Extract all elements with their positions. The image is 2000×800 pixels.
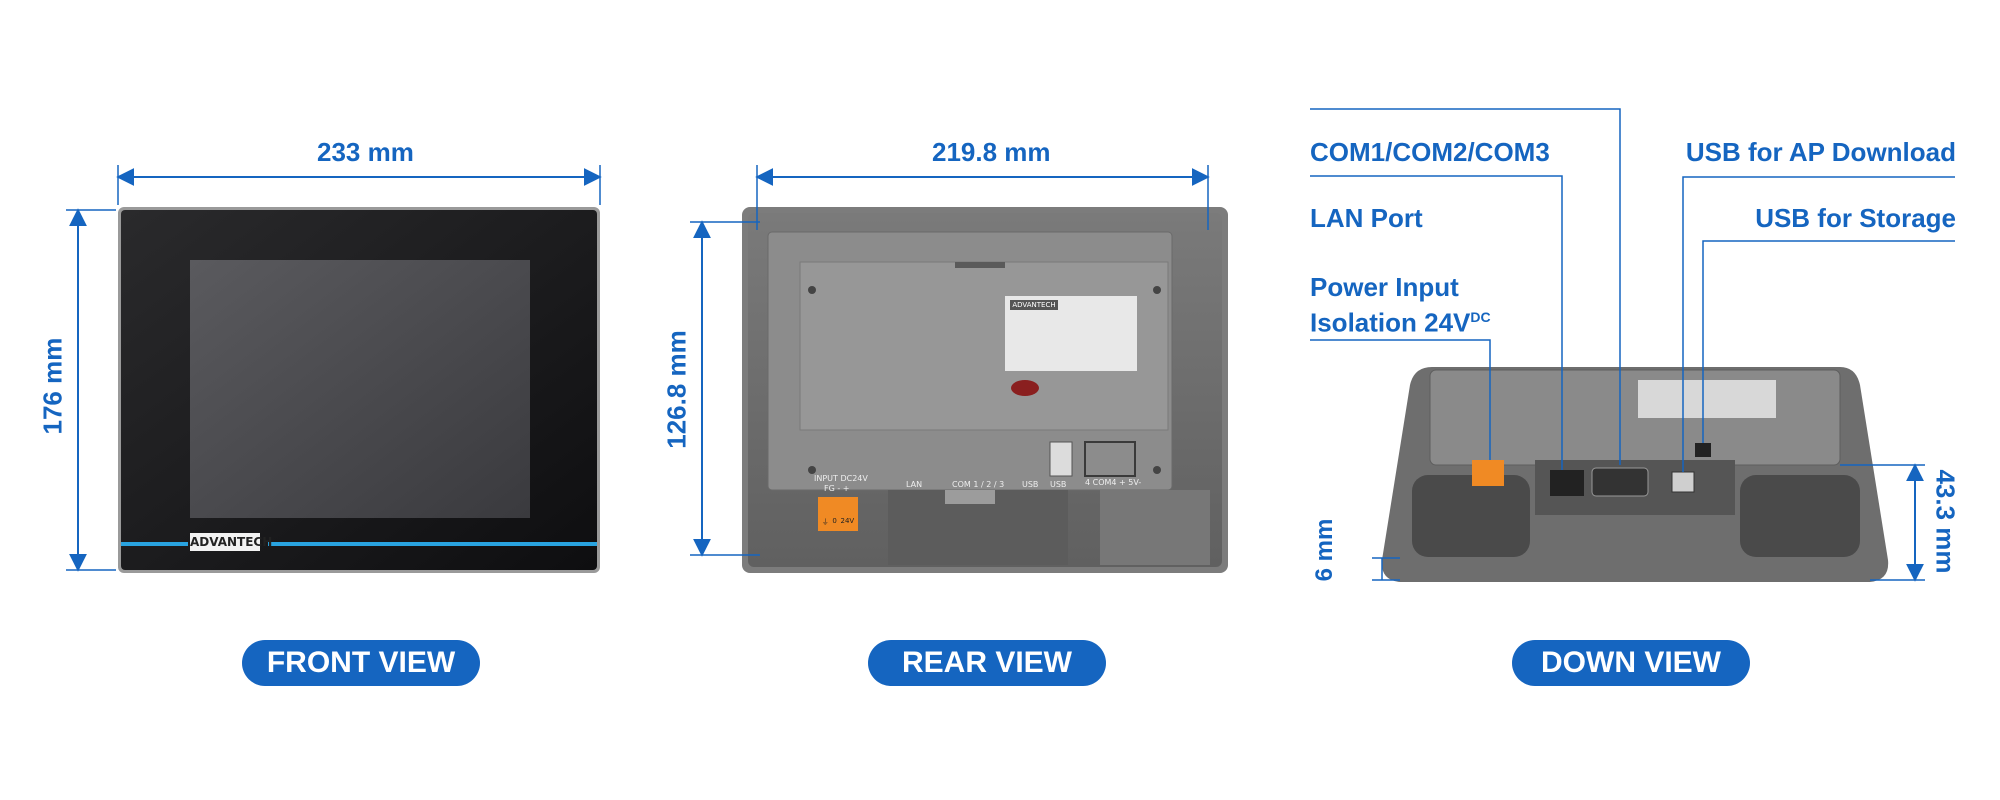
front-width-label: 233 mm xyxy=(317,137,414,167)
rear-com4-port xyxy=(1084,441,1136,477)
down-usb-ap-port xyxy=(1671,471,1695,493)
rear-terminal-pins: ⏚ 0 24V xyxy=(821,517,855,526)
down-right-foot xyxy=(1740,475,1860,557)
lan-leader xyxy=(1310,175,1563,470)
power-leader xyxy=(1310,339,1491,460)
front-accent-line-left xyxy=(121,542,188,546)
com-port-label: COM1/COM2/COM3 xyxy=(1310,137,1550,167)
rear-com-text: COM 1 / 2 / 3 xyxy=(952,480,1005,489)
usb-storage-label: USB for Storage xyxy=(1755,203,1956,233)
usb-ap-label: USB for AP Download xyxy=(1685,137,1956,167)
down-top-plate xyxy=(1429,369,1841,466)
front-brand-text: ADVANTECH xyxy=(190,535,273,549)
rear-width-label: 219.8 mm xyxy=(932,137,1051,167)
down-lan-port xyxy=(1550,470,1584,496)
down-view-button[interactable]: DOWN VIEW xyxy=(1512,640,1750,686)
front-brand-plate xyxy=(190,533,260,551)
down-left-foot xyxy=(1412,475,1530,557)
rear-usb-port xyxy=(1049,441,1073,477)
rear-height-label: 126.8 mm xyxy=(661,330,692,449)
lan-port-label: LAN Port xyxy=(1310,203,1423,233)
rear-com4-text: 4 COM4 + 5V- xyxy=(1085,478,1142,487)
rear-brand-text: ADVANTECH xyxy=(1012,301,1056,309)
small-depth-label: 6 mm xyxy=(1311,518,1338,582)
front-view-device xyxy=(118,207,600,573)
rear-lan-text: LAN xyxy=(906,480,923,489)
depth-label: 43.3 mm xyxy=(1930,469,1961,574)
rear-power-pins-text: FG - + xyxy=(824,484,850,493)
front-view-button[interactable]: FRONT VIEW xyxy=(242,640,480,686)
rear-usb1-text: USB xyxy=(1022,480,1039,489)
front-height-label: 176 mm xyxy=(37,337,68,435)
down-usb-storage-port xyxy=(1695,443,1711,457)
front-screen xyxy=(190,260,530,518)
down-product-label xyxy=(1638,380,1776,418)
usb-storage-leader xyxy=(1702,240,1955,443)
front-accent-line-right xyxy=(268,542,597,546)
down-view-device xyxy=(1381,367,1889,582)
rear-power-terminal xyxy=(818,497,858,531)
rear-view-device xyxy=(742,207,1228,573)
power-input-label-line2: Isolation 24VDC xyxy=(1310,307,1491,338)
power-input-label-line1: Power Input xyxy=(1310,272,1459,302)
rear-view-button[interactable]: REAR VIEW xyxy=(868,640,1106,686)
com-leader xyxy=(1310,108,1621,465)
usb-ap-leader xyxy=(1682,176,1955,472)
rear-power-text: INPUT DC24V xyxy=(814,474,868,483)
down-power-terminal xyxy=(1472,460,1504,486)
down-com-port xyxy=(1591,467,1649,497)
rear-usb2-text: USB xyxy=(1050,480,1067,489)
